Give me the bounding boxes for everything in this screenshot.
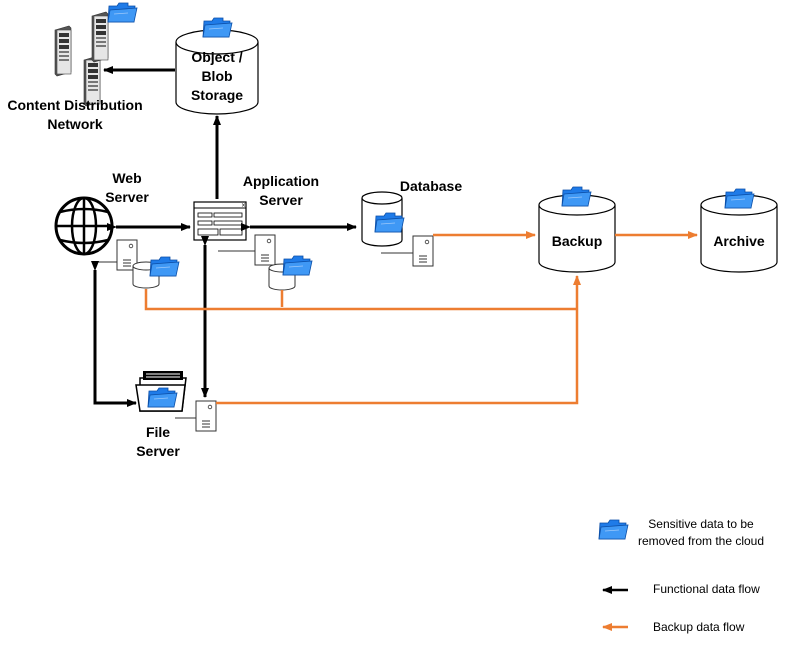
web-label-line2: Server [105,189,149,205]
legend-backup-label: Backup data flow [653,620,745,634]
file-sensitive-folder-icon [147,387,178,408]
database-small-server-icon [412,235,434,267]
file-small-server-icon [195,400,217,432]
application-window-icon: × [193,201,247,241]
functional-flows [91,66,357,407]
backup-label: Backup [552,233,603,249]
archive-sensitive-folder-icon [724,188,755,209]
legend-functional-label: Functional data flow [653,582,760,596]
object-label-line3: Storage [191,87,243,103]
web-label-line1: Web [112,170,141,186]
database-sensitive-folder-icon [374,212,405,233]
cdn-server-rack-icon [54,11,109,107]
flow-web-disk-backup [144,289,577,311]
backup-sensitive-folder-icon [561,186,592,207]
file-label-line1: File [146,424,170,440]
object-storage-sensitive-folder-icon [202,17,233,38]
legend-sensitive-folder-icon [598,519,629,540]
cdn-sensitive-folder-icon [107,2,138,23]
object-label-line1: Object / [191,49,242,65]
legend-sensitive-line2: removed from the cloud [638,534,764,548]
database-label: Database [400,178,462,194]
flow-web-file [91,261,137,407]
svg-text:×: × [241,202,246,209]
app-small-server-icon [254,234,276,266]
archive-label: Archive [713,233,765,249]
globe-icon [54,196,114,256]
backup-flows [144,231,698,405]
cdn-label-line2: Network [47,116,102,132]
cdn-label-line1: Content Distribution [7,97,142,113]
flow-file-backup [216,275,581,405]
app-sensitive-folder-icon [282,255,313,276]
object-label-line2: Blob [201,68,232,84]
app-label-line2: Server [259,192,303,208]
app-label-line1: Application [243,173,319,189]
file-label-line2: Server [136,443,180,459]
legend-sensitive-line1: Sensitive data to be [648,517,754,531]
web-sensitive-folder-icon [149,256,180,277]
